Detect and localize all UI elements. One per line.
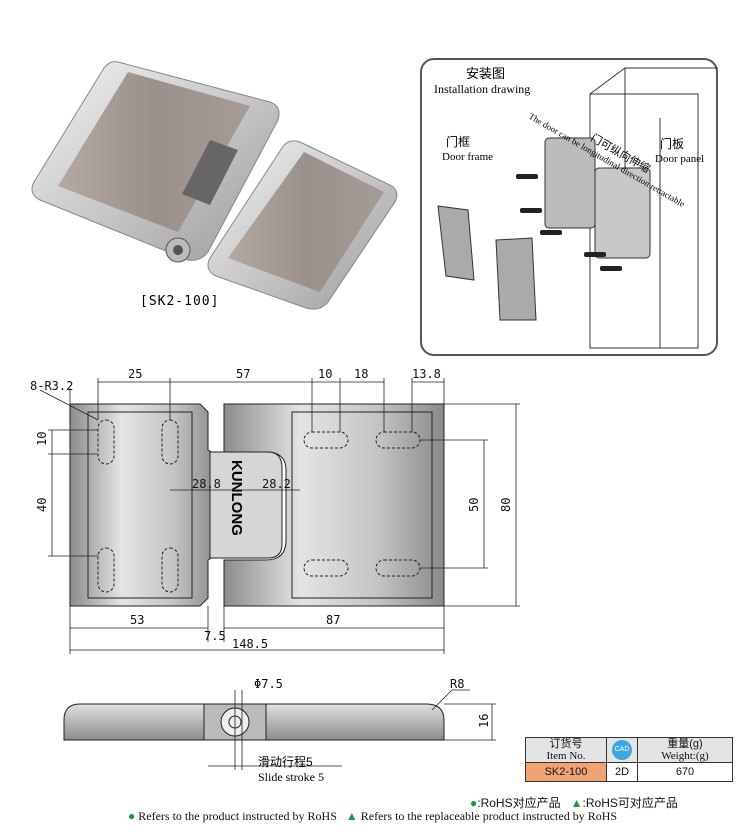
dim-10-top: 10 xyxy=(318,367,332,381)
product-photo: [SK2-100] xyxy=(31,61,398,310)
top-view-drawing: KUNLONG xyxy=(30,367,520,654)
dim-18: 18 xyxy=(354,367,368,381)
slide-stroke-cn: 滑动行程5 xyxy=(258,754,313,769)
install-title-cn: 安装图 xyxy=(466,66,505,81)
rohs-triangle-icon: ▲ xyxy=(570,796,583,810)
type-cell: 2D xyxy=(606,762,638,782)
dim-r8: R8 xyxy=(450,677,464,691)
legend-cn: ●:RoHS对应产品 ▲:RoHS可对应产品 xyxy=(470,796,678,810)
rohs-triangle-icon-en: ▲ xyxy=(345,809,358,823)
dim-7-5: 7.5 xyxy=(204,629,226,643)
cad-icon: CAD xyxy=(606,737,638,763)
product-caption: [SK2-100] xyxy=(140,294,219,309)
legend-en: ● Refers to the product instructed by Ro… xyxy=(128,809,618,823)
rohs-circle-icon: ● xyxy=(470,796,478,810)
dim-hole-spec: 8-R3.2 xyxy=(30,379,73,393)
install-title-en: Installation drawing xyxy=(434,82,530,96)
dim-phi: Φ7.5 xyxy=(254,677,283,691)
dim-80: 80 xyxy=(499,498,513,512)
dim-40: 40 xyxy=(35,498,49,512)
dim-10-left: 10 xyxy=(35,432,49,446)
dim-13-8: 13.8 xyxy=(412,367,441,381)
dim-50: 50 xyxy=(467,498,481,512)
weight-cell: 670 xyxy=(637,762,733,782)
door-panel-cn: 门板 xyxy=(660,136,684,151)
slide-stroke-en: Slide stroke 5 xyxy=(258,770,324,784)
dim-148-5: 148.5 xyxy=(232,637,268,651)
installation-panel xyxy=(420,58,718,356)
dim-53: 53 xyxy=(130,613,144,627)
dim-57: 57 xyxy=(236,367,250,381)
rohs-circle-icon-en: ● xyxy=(128,809,136,823)
item-number-cell: SK2-100 xyxy=(525,762,607,782)
col-weight-header: 重量(g)Weight:(g) xyxy=(637,737,733,763)
dim-25: 25 xyxy=(128,367,142,381)
dim-28-8: 28.8 xyxy=(192,477,221,491)
dim-16: 16 xyxy=(477,714,491,728)
side-view-drawing: Φ7.5 R8 16 滑动行程5 Slide stroke 5 xyxy=(63,677,496,784)
installation-drawing: 安装图 Installation drawing 门框 Door frame 门… xyxy=(434,66,718,349)
door-frame-cn: 门框 xyxy=(446,134,470,149)
dim-28-2: 28.2 xyxy=(262,477,291,491)
door-frame-en: Door frame xyxy=(442,151,493,163)
brand-mark: KUNLONG xyxy=(228,460,245,536)
dim-87: 87 xyxy=(326,613,340,627)
door-panel-en: Door panel xyxy=(655,153,704,165)
